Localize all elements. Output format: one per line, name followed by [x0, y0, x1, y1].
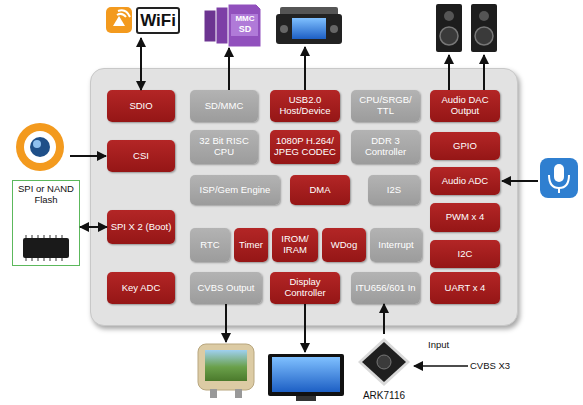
node-text: CPU/SRGB/ TTL — [353, 95, 418, 117]
function-block: I2C — [430, 240, 500, 268]
function-block: SDIO — [107, 90, 175, 122]
node-text: MMC — [230, 15, 260, 23]
node-text: SPI or NAND Flash — [15, 184, 77, 206]
node-text: Audio DAC Output — [432, 95, 498, 117]
node-text: USB2.0 Host/Device — [272, 95, 338, 117]
camera-icon — [16, 123, 64, 171]
node-text: I2C — [458, 249, 473, 260]
core-block: ITU656/601 In — [351, 272, 420, 304]
connector-arrow — [80, 226, 107, 228]
node-text: SDIO — [129, 101, 152, 112]
signal-label: Input — [428, 339, 449, 350]
chip-body — [352, 334, 416, 390]
function-block: Timer — [234, 228, 268, 262]
usb-arrow — [304, 47, 306, 90]
node-text: CVBS Output — [197, 283, 254, 294]
node-text: WDog — [331, 240, 357, 251]
function-block: 1080P H.264/ JPEG CODEC — [270, 130, 340, 164]
connector-arrow — [383, 304, 385, 334]
card-stack — [200, 2, 264, 48]
core-block: 32 Bit RISC CPU — [190, 130, 258, 164]
memory-cards: MMC SD — [200, 2, 264, 48]
function-block: Audio ADC — [430, 167, 500, 195]
wifi-dish — [105, 6, 133, 36]
node-text: 1080P H.264/ JPEG CODEC — [272, 136, 338, 158]
function-block: UART x 4 — [430, 272, 500, 304]
node-text: Interrupt — [378, 240, 413, 251]
node-text: SD — [230, 25, 260, 34]
function-block: CSI — [107, 140, 175, 172]
function-block: USB2.0 Host/Device — [270, 90, 340, 122]
node-text: Audio ADC — [442, 176, 488, 187]
camera-arrow — [70, 155, 106, 157]
flash-chip — [15, 233, 77, 263]
connector-arrow — [140, 38, 142, 90]
dac-arrow — [483, 55, 485, 90]
display-arrow — [304, 304, 306, 352]
function-block: GPIO — [430, 132, 500, 160]
node-text: WiFi — [136, 7, 180, 34]
node-text: ITU656/601 In — [355, 283, 415, 294]
signal-label: CVBS X3 — [470, 360, 510, 371]
node-text: I2S — [387, 185, 401, 196]
tv-monitor — [268, 354, 344, 401]
node-text: UART x 4 — [445, 283, 486, 294]
cvbs-arrow — [225, 304, 227, 342]
function-block: SPI X 2 (Boot) — [107, 210, 175, 244]
flash-memory: SPI or NAND Flash — [12, 180, 80, 266]
connector-arrow — [228, 48, 230, 90]
node-text: Display Controller — [272, 277, 338, 299]
core-block: CPU/SRGB/ TTL — [351, 90, 420, 122]
function-block: WDog — [322, 228, 366, 262]
node-text: Timer — [239, 240, 263, 251]
wifi-icon: WiFi — [105, 4, 181, 38]
node-text: Key ADC — [122, 283, 161, 294]
node-text: ARK7116 — [352, 390, 416, 401]
node-text: ISP/Gem Engine — [200, 185, 271, 196]
function-block: Audio DAC Output — [430, 90, 500, 122]
function-block: PWM x 4 — [430, 203, 500, 232]
mic-arrow — [502, 180, 538, 182]
function-block: DMA — [290, 175, 350, 205]
input-arrow — [414, 365, 468, 367]
node-text: DMA — [309, 185, 330, 196]
node-text: GPIO — [453, 141, 477, 152]
node-text: 32 Bit RISC CPU — [192, 136, 256, 158]
function-block: IROM/ IRAM — [272, 228, 318, 262]
node-text: DDR 3 Controller — [353, 136, 418, 158]
car-stereo — [276, 7, 342, 44]
node-text: IROM/ IRAM — [274, 234, 316, 256]
speakers — [436, 4, 497, 52]
microphone-icon — [540, 158, 578, 198]
dac-arrow — [448, 55, 450, 90]
function-block: Key ADC — [107, 272, 175, 304]
node-text: CSI — [133, 151, 149, 162]
core-block: CVBS Output — [190, 272, 262, 304]
node-text: SD/MMC — [205, 101, 244, 112]
core-block: RTC — [190, 228, 230, 262]
core-block: SD/MMC — [190, 90, 258, 122]
decoder-chip: ARK7116 — [352, 334, 416, 404]
headrest-monitor — [198, 344, 254, 398]
core-block: Interrupt — [370, 228, 422, 262]
core-block: ISP/Gem Engine — [190, 175, 280, 205]
core-block: DDR 3 Controller — [351, 130, 420, 164]
core-block: I2S — [368, 175, 420, 205]
node-text: RTC — [200, 240, 219, 251]
node-text: SPI X 2 (Boot) — [111, 222, 172, 233]
function-block: Display Controller — [270, 272, 340, 304]
node-text: PWM x 4 — [446, 212, 485, 223]
